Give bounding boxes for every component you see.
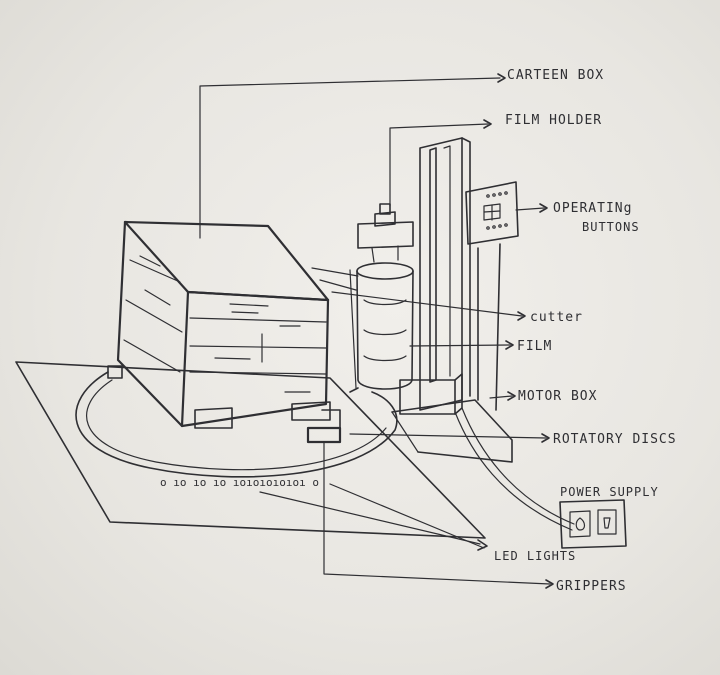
label-power-supply: POWER SUPPLY [560, 485, 659, 499]
leader-lines [200, 74, 553, 588]
power-cable [455, 408, 574, 530]
vertical-column [420, 138, 470, 410]
film-holder-head [358, 204, 413, 262]
label-carteen-box: CARTEEN BOX [507, 68, 604, 83]
led-lights-row: o ıo ıo ıo ıoıoıoıoıoı o [160, 476, 319, 489]
carton-box [108, 222, 330, 428]
label-buttons: BUTTONS [582, 220, 640, 234]
svg-text:o ıo ıo ıo ıoıoıoıoıoı o: o ıo ıo ıo ıoıoıoıoıoı o [160, 476, 319, 489]
label-operating: OPERATINg [553, 201, 632, 216]
power-supply-socket [560, 500, 626, 548]
control-panel [466, 182, 518, 410]
motor-box [392, 374, 512, 462]
film-roll [350, 263, 413, 392]
label-led-lights: LED LIGHTS [494, 549, 576, 563]
rotatory-disc-track [76, 372, 397, 477]
label-film: FILM [517, 339, 552, 354]
label-motor-box: MOTOR BOX [518, 389, 597, 404]
label-rotatory-discs: ROTATORY DISCS [553, 432, 677, 447]
label-cutter: cutter [530, 310, 583, 325]
base-platform [16, 362, 485, 538]
grippers [308, 410, 340, 442]
label-grippers: GRIPPERS [556, 579, 627, 594]
label-film-holder: FILM HOLDER [505, 113, 602, 128]
